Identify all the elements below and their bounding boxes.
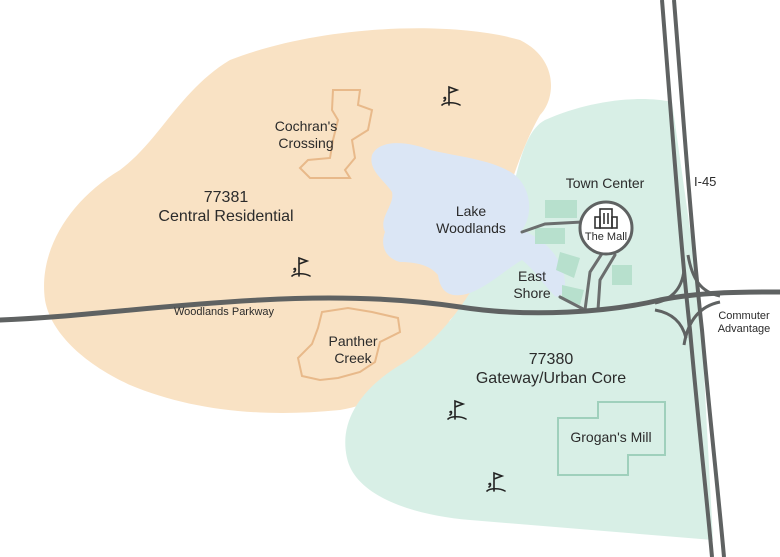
i-45-highway[interactable] — [660, 0, 726, 557]
panther-line2: Creek — [334, 349, 372, 366]
zone-77380-label: 77380 Gateway/Urban Core — [476, 350, 626, 388]
east-shore-line1: East — [517, 268, 547, 284]
commuter-line1: Commuter — [718, 310, 770, 322]
zone-77381-name: Central Residential — [158, 208, 294, 226]
zone-77381-label: 77381 Central Residential — [158, 188, 293, 226]
cochrans-line1: Cochran's — [274, 118, 338, 134]
golf-flag-icon — [486, 471, 506, 492]
zone-77381-zip: 77381 — [203, 189, 249, 206]
panther-creek-label[interactable]: Panther Creek — [328, 333, 377, 367]
zone-77381-area[interactable] — [44, 28, 552, 413]
east-shore-label[interactable]: East Shore — [513, 268, 550, 302]
building-icon — [594, 208, 618, 229]
lake-woodlands-area — [371, 143, 565, 297]
woodlands-parkway-label: Woodlands Parkway — [173, 306, 275, 318]
commuter-advantage-label: Commuter Advantage — [718, 310, 771, 336]
cochrans-crossing-streets — [298, 89, 374, 179]
town-center-blocks — [535, 200, 632, 305]
east-shore-line2: Shore — [513, 284, 551, 301]
lake-woodlands-label: Lake Woodlands — [436, 203, 506, 237]
golf-flag-icon — [447, 399, 467, 420]
zone-77380-zip: 77380 — [528, 351, 574, 368]
panther-line1: Panther — [328, 333, 378, 349]
lake-label-line2: Woodlands — [436, 219, 506, 236]
lake-label-line1: Lake — [455, 203, 487, 219]
golf-flag-icon — [441, 85, 461, 106]
cochrans-line2: Crossing — [278, 134, 334, 151]
grogans-mill-label[interactable]: Grogan's Mill — [570, 429, 652, 445]
town-center-label[interactable]: Town Center — [565, 175, 645, 191]
commuter-line2: Advantage — [717, 323, 771, 336]
zone-77380-name: Gateway/Urban Core — [475, 370, 627, 388]
cochrans-crossing-label[interactable]: Cochran's Crossing — [275, 118, 338, 152]
the-mall-label[interactable]: The Mall — [584, 231, 628, 243]
i-45-label: I-45 — [694, 174, 717, 189]
woodlands-parkway-road[interactable] — [0, 289, 780, 323]
grogans-mill-outline — [557, 401, 666, 476]
golf-flag-icon — [291, 256, 311, 277]
panther-creek-streets — [296, 306, 402, 382]
